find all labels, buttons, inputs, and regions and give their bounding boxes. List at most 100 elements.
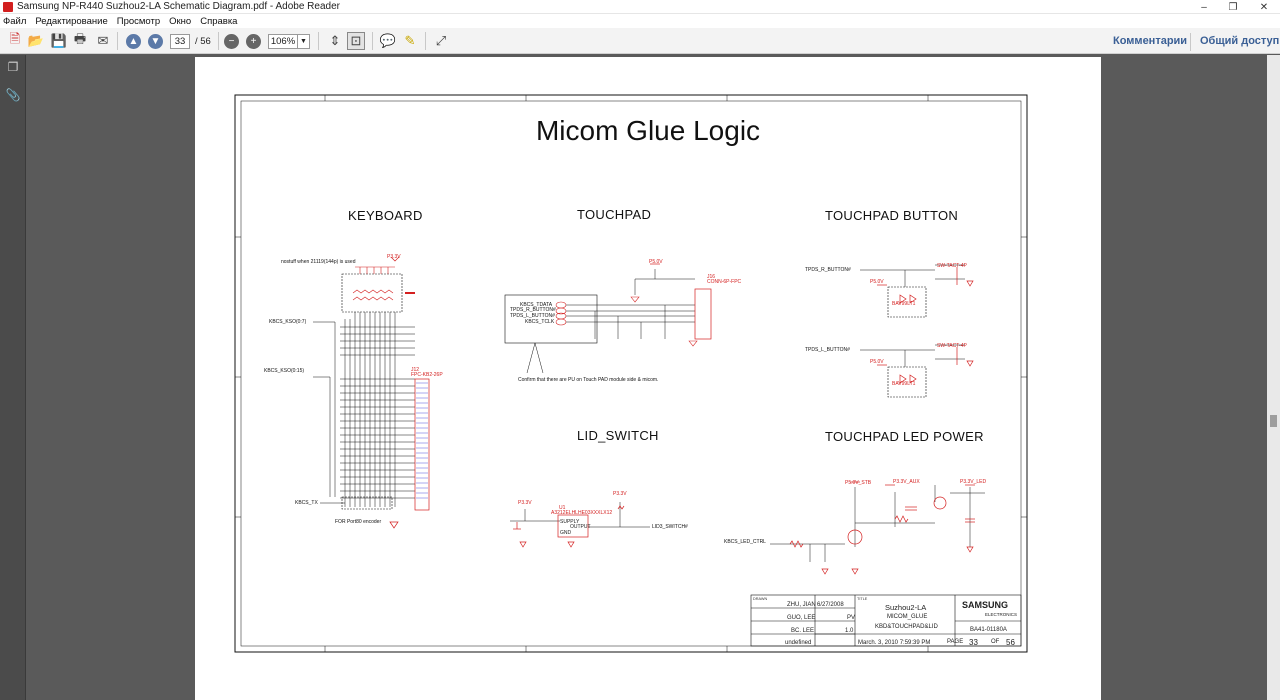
create-pdf-icon[interactable]: 🗎 bbox=[9, 31, 21, 46]
tb-checked: GUO, LEE bbox=[787, 615, 816, 621]
tb-rev: 1.0 bbox=[845, 628, 854, 634]
schematic-drawing bbox=[234, 94, 1028, 653]
label-u1: U1 bbox=[559, 505, 566, 511]
window-title-bar: Samsung NP-R440 Suzhou2-LA Schematic Dia… bbox=[0, 0, 1280, 14]
section-touchpad: TOUCHPAD bbox=[577, 207, 652, 222]
label-p5v-r: P5.0V bbox=[870, 279, 884, 285]
zoom-dropdown-icon[interactable]: ▼ bbox=[297, 34, 310, 49]
tb-date: 6/27/2008 bbox=[817, 602, 844, 608]
page-total: / 56 bbox=[195, 36, 211, 47]
tb-drawn: ZHU, JIAN bbox=[787, 602, 816, 608]
label-gnd: GND bbox=[560, 530, 572, 536]
toolbar: 🗎 📂 💾 🖶 ✉ ▲ ▼ 33 / 56 − + 106% ▼ ⇕ ⊡ 💬 ✎… bbox=[0, 28, 1280, 54]
label-kbcs-led-ctrl: KBCS_LED_CTRL bbox=[724, 539, 766, 545]
tb-division: ELECTRONICS bbox=[985, 612, 1018, 617]
section-keyboard: KEYBOARD bbox=[348, 208, 423, 223]
note-touchpad-pu: Confirm that there are PU on Touch PAD m… bbox=[518, 377, 659, 383]
schematic-title: Micom Glue Logic bbox=[535, 115, 761, 146]
label-p3v-lid: P3.3V bbox=[518, 500, 532, 506]
menu-window[interactable]: Окно bbox=[169, 15, 192, 27]
tb-rev-stage: PV bbox=[847, 615, 856, 621]
label-supply: SUPPLY bbox=[560, 519, 580, 525]
pages-icon[interactable]: ❐ bbox=[7, 60, 19, 74]
tb-title-label: TITLE bbox=[857, 597, 868, 601]
label-sw-tact-l: SW-TACT-4P bbox=[937, 343, 967, 349]
label-j16: J16 bbox=[707, 274, 716, 280]
tb-last-edit: March. 3, 2010 7:59:39 PM bbox=[858, 640, 931, 646]
scrollbar-thumb[interactable] bbox=[1270, 415, 1277, 427]
window-title: Samsung NP-R440 Suzhou2-LA Schematic Dia… bbox=[17, 1, 340, 12]
zoom-in-icon[interactable]: + bbox=[246, 34, 261, 49]
section-touchpad-led-power: TOUCHPAD LED POWER bbox=[825, 429, 984, 444]
fit-page-icon[interactable]: ⊡ bbox=[347, 32, 365, 50]
zoom-input[interactable]: 106% bbox=[268, 34, 298, 49]
open-icon[interactable]: 📂 bbox=[27, 33, 45, 48]
menu-file[interactable]: Файл bbox=[3, 15, 27, 27]
page-number-input[interactable]: 33 bbox=[170, 34, 190, 49]
label-p5v-stb: P5.0V_STB bbox=[845, 480, 872, 486]
save-icon[interactable]: 💾 bbox=[50, 33, 68, 48]
tb-of: 56 bbox=[1006, 638, 1015, 647]
tb-part-no: BA41-01180A bbox=[970, 627, 1007, 633]
expand-icon[interactable]: ⤢ bbox=[435, 33, 447, 48]
section-lid-switch: LID_SWITCH bbox=[577, 428, 659, 443]
note-nostuff: nostuff when 21119(144p) is used bbox=[281, 259, 356, 265]
label-p3v-aux: P3.3V_AUX bbox=[893, 479, 920, 485]
menu-view[interactable]: Просмотр bbox=[116, 15, 161, 27]
label-p3v-lid2: P3.3V bbox=[613, 491, 627, 497]
comment-icon[interactable]: 💬 bbox=[379, 33, 397, 48]
tb-page: 33 bbox=[969, 638, 978, 647]
tb-approved: BC. LEE bbox=[791, 628, 815, 634]
fit-width-icon[interactable]: ⇕ bbox=[329, 33, 341, 48]
label-p5v-l: P5.0V bbox=[870, 359, 884, 365]
label-u1-part: A3212ELHLHE03XXXLX12 bbox=[551, 510, 613, 516]
label-bav99-l: BAV99LT1 bbox=[892, 381, 916, 387]
label-output: OUTPUT bbox=[570, 524, 591, 530]
adobe-reader-icon bbox=[3, 1, 13, 12]
next-page-icon[interactable]: ▼ bbox=[148, 34, 163, 49]
tb-model-code: undefined bbox=[785, 640, 812, 646]
label-kbcs-ksi: KBCS_KSO(0:15) bbox=[264, 368, 305, 374]
tb-project: Suzhou2-LA bbox=[885, 603, 927, 612]
tb-page-label: PAGE bbox=[947, 639, 964, 645]
label-tpds-r-button-tp: TPDS_R_BUTTON# bbox=[510, 307, 556, 313]
tb-of-label: OF bbox=[991, 639, 1000, 645]
print-icon[interactable]: 🖶 bbox=[73, 31, 87, 46]
label-p3v-kbd: P3.3V bbox=[387, 254, 401, 260]
zoom-out-icon[interactable]: − bbox=[224, 34, 239, 49]
close-button[interactable]: ✕ bbox=[1259, 1, 1269, 13]
minimize-button[interactable]: – bbox=[1201, 1, 1207, 13]
menu-help[interactable]: Справка bbox=[200, 15, 238, 27]
highlight-icon[interactable]: ✎ bbox=[404, 33, 416, 48]
comments-button[interactable]: Комментарии bbox=[1113, 35, 1188, 47]
label-tpds-r-button: TPDS_R_BUTTON# bbox=[805, 267, 851, 273]
label-tpds-l-button: TPDS_L_BUTTON# bbox=[805, 347, 850, 353]
label-p3v-led: P3.3V_LED bbox=[960, 479, 987, 485]
label-tpds-l-button-tp: TPDS_L_BUTTON# bbox=[510, 313, 555, 319]
section-touchpad-button: TOUCHPAD BUTTON bbox=[825, 208, 959, 223]
menu-edit[interactable]: Редактирование bbox=[35, 15, 108, 27]
label-kbcs-kso: KBCS_KSO(0:7) bbox=[269, 319, 307, 325]
label-j16-part: CONN-6P-FPC bbox=[707, 279, 742, 285]
tb-sheet-sub: KBD&TOUCHPAD&LID bbox=[875, 624, 938, 630]
attachments-icon[interactable]: 📎 bbox=[5, 88, 21, 102]
previous-page-icon[interactable]: ▲ bbox=[126, 34, 141, 49]
label-kbcs-tdata: KBCS_TDATA bbox=[520, 302, 553, 308]
label-kbcs-tx: KBCS_TX bbox=[295, 500, 318, 506]
navigation-panel: ❐ 📎 bbox=[0, 55, 26, 700]
tb-sheet-name: MICOM_GLUE bbox=[887, 614, 928, 620]
label-lid3-switch: LID3_SWITCH# bbox=[652, 524, 688, 530]
vertical-scrollbar[interactable] bbox=[1267, 55, 1280, 700]
label-j12: J12 bbox=[411, 367, 420, 373]
label-j12-part: FPC-KB2-26P bbox=[411, 372, 443, 378]
maximize-button[interactable]: ❐ bbox=[1228, 1, 1238, 13]
email-icon[interactable]: ✉ bbox=[97, 33, 109, 48]
tb-company: SAMSUNG bbox=[962, 600, 1009, 610]
label-p5v-tp: P5.0V bbox=[649, 259, 663, 265]
share-button[interactable]: Общий доступ bbox=[1200, 35, 1280, 47]
label-kbcs-tclk: KBCS_TCLK bbox=[525, 319, 555, 325]
note-port80-encoder: FOR Port80 encoder bbox=[335, 519, 382, 525]
menu-bar: Файл Редактирование Просмотр Окно Справк… bbox=[0, 14, 1280, 28]
label-sw-tact-r: SW-TACT-4P bbox=[937, 263, 967, 269]
label-bav99-r: BAV99LT1 bbox=[892, 301, 916, 307]
